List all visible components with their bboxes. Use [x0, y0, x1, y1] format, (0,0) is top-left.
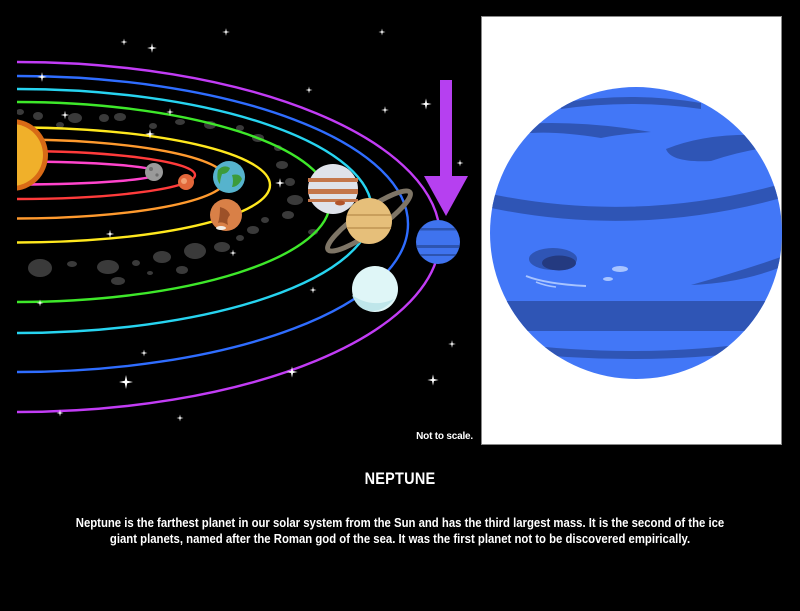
stars — [36, 28, 464, 422]
orbit-saturn — [17, 87, 374, 335]
page-title: NEPTUNE — [364, 469, 436, 488]
neptune-small-icon — [416, 220, 460, 264]
scale-note: Not to scale. — [416, 431, 473, 442]
neptune-icon — [490, 87, 782, 379]
neptune-image-panel — [481, 16, 782, 445]
mars-icon — [210, 199, 242, 231]
earth-icon — [213, 161, 245, 193]
orbit-venus — [17, 149, 197, 201]
orbit-mars — [17, 126, 272, 244]
venus-icon — [178, 174, 194, 190]
sun-icon — [17, 119, 48, 191]
mercury-icon — [145, 163, 163, 181]
jupiter-icon — [308, 164, 358, 214]
saturn-icon — [325, 188, 413, 254]
asteroid-belt — [17, 109, 318, 285]
down-arrow-icon — [424, 80, 468, 216]
uranus-icon — [352, 266, 398, 312]
description-text: Neptune is the farthest planet in our so… — [75, 515, 725, 546]
orbit-uranus — [17, 74, 410, 374]
